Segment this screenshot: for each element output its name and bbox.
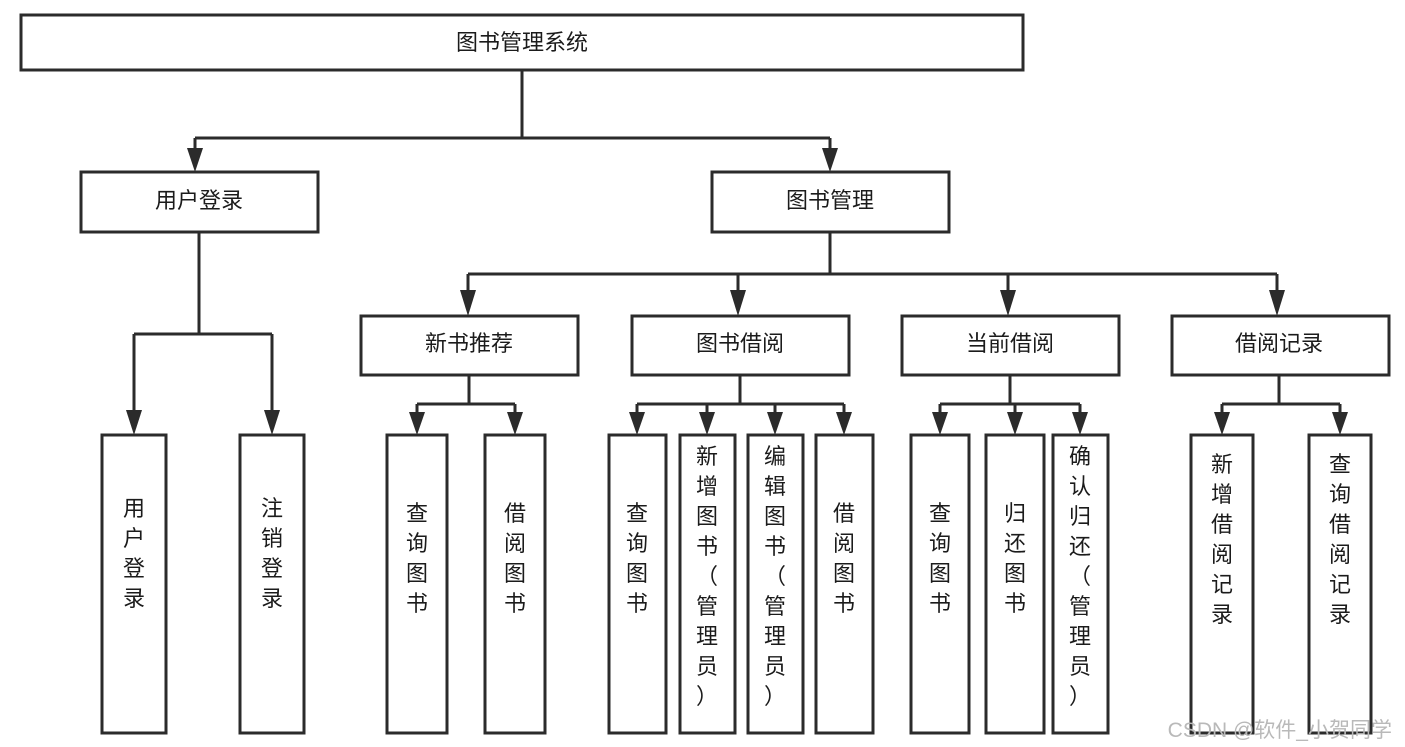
node-current-borrow[interactable]: 当前借阅 bbox=[900, 314, 1121, 377]
node-leaf-confirm-return-admin-box[interactable] bbox=[1051, 433, 1110, 735]
node-leaf-add-borrow-record-box[interactable] bbox=[1189, 433, 1255, 735]
node-leaf-query-book-new-label: 查询图书 bbox=[406, 501, 428, 616]
node-leaf-query-book-current-box[interactable] bbox=[909, 433, 971, 735]
node-leaf-return-book-box[interactable] bbox=[984, 433, 1046, 735]
node-leaf-query-book-new-box[interactable] bbox=[385, 433, 449, 735]
node-leaf-borrow-book-new-box[interactable] bbox=[483, 433, 547, 735]
node-leaf-edit-book-admin[interactable]: 编辑图书（管理员） bbox=[746, 433, 805, 735]
node-root-label: 图书管理系统 bbox=[456, 30, 588, 55]
node-book-management-label: 图书管理 bbox=[786, 188, 874, 213]
node-leaf-user-login-label: 用户登录 bbox=[123, 496, 145, 611]
arrow-head-book-management bbox=[822, 148, 838, 172]
node-leaf-borrow-book-label: 借阅图书 bbox=[833, 501, 855, 616]
node-book-borrow[interactable]: 图书借阅 bbox=[630, 314, 851, 377]
arrow-head-leaf-add-book-admin bbox=[699, 412, 715, 435]
node-leaf-logout-label: 注销登录 bbox=[261, 496, 283, 611]
node-leaf-borrow-book-new-label: 借阅图书 bbox=[504, 501, 526, 616]
arrow-head-leaf-borrow-book-new bbox=[507, 412, 523, 435]
node-book-borrow-label: 图书借阅 bbox=[696, 331, 784, 356]
node-leaf-logout[interactable]: 注销登录 bbox=[238, 433, 306, 735]
node-borrow-record[interactable]: 借阅记录 bbox=[1170, 314, 1391, 377]
arrow-head-user-login bbox=[187, 148, 203, 172]
node-leaf-edit-book-admin-box[interactable] bbox=[746, 433, 805, 735]
node-leaf-query-book-current[interactable]: 查询图书 bbox=[909, 433, 971, 735]
node-leaf-return-book[interactable]: 归还图书 bbox=[984, 433, 1046, 735]
node-root-box[interactable] bbox=[19, 13, 1025, 72]
node-user-login-label: 用户登录 bbox=[155, 188, 243, 213]
node-leaf-query-book-borrow[interactable]: 查询图书 bbox=[607, 433, 668, 735]
arrow-head-leaf-logout bbox=[264, 410, 280, 435]
node-user-login-box[interactable] bbox=[79, 170, 320, 234]
node-leaf-add-book-admin-label: 新增图书（管理员） bbox=[696, 444, 718, 709]
node-leaf-borrow-book-new[interactable]: 借阅图书 bbox=[483, 433, 547, 735]
node-leaf-query-book-borrow-label: 查询图书 bbox=[626, 501, 648, 616]
arrow-head-borrow-record bbox=[1269, 290, 1285, 316]
node-leaf-user-login-box[interactable] bbox=[100, 433, 168, 735]
arrow-head-leaf-return-book bbox=[1007, 412, 1023, 435]
arrow-head-leaf-query-book-current bbox=[932, 412, 948, 435]
arrow-head-leaf-query-borrow-record bbox=[1332, 412, 1348, 435]
node-leaf-borrow-book-box[interactable] bbox=[814, 433, 875, 735]
node-leaf-logout-box[interactable] bbox=[238, 433, 306, 735]
arrow-head-leaf-query-book-new bbox=[409, 412, 425, 435]
node-leaf-add-book-admin[interactable]: 新增图书（管理员） bbox=[678, 433, 737, 735]
connector-layer bbox=[126, 70, 1348, 435]
arrow-head-leaf-confirm-return-admin bbox=[1072, 412, 1088, 435]
node-borrow-record-box[interactable] bbox=[1170, 314, 1391, 377]
node-layer: 图书管理系统 用户登录 图书管理 新书推荐 图书借阅 当前借阅 借阅记录 bbox=[19, 13, 1391, 735]
node-leaf-add-borrow-record[interactable]: 新增借阅记录 bbox=[1189, 433, 1255, 735]
node-new-book-recommend-box[interactable] bbox=[359, 314, 580, 377]
node-leaf-return-book-label: 归还图书 bbox=[1004, 501, 1026, 616]
node-book-borrow-box[interactable] bbox=[630, 314, 851, 377]
arrow-head-leaf-user-login bbox=[126, 410, 142, 435]
node-new-book-recommend[interactable]: 新书推荐 bbox=[359, 314, 580, 377]
arrow-head-new-book-recommend bbox=[460, 290, 476, 316]
arrow-head-leaf-add-borrow-record bbox=[1214, 412, 1230, 435]
node-leaf-query-borrow-record-box[interactable] bbox=[1307, 433, 1373, 735]
node-borrow-record-label: 借阅记录 bbox=[1235, 331, 1323, 356]
node-current-borrow-label: 当前借阅 bbox=[966, 331, 1054, 356]
node-leaf-confirm-return-admin-label: 确认归还（管理员） bbox=[1069, 444, 1091, 709]
node-leaf-confirm-return-admin[interactable]: 确认归还（管理员） bbox=[1051, 433, 1110, 735]
node-leaf-query-borrow-record-label: 查询借阅记录 bbox=[1329, 452, 1351, 627]
node-leaf-user-login[interactable]: 用户登录 bbox=[100, 433, 168, 735]
node-leaf-borrow-book[interactable]: 借阅图书 bbox=[814, 433, 875, 735]
node-book-management-box[interactable] bbox=[710, 170, 951, 234]
arrow-head-leaf-borrow-book bbox=[836, 412, 852, 435]
arrow-head-current-borrow bbox=[1000, 290, 1016, 316]
node-new-book-recommend-label: 新书推荐 bbox=[425, 331, 513, 356]
node-leaf-query-book-borrow-box[interactable] bbox=[607, 433, 668, 735]
node-user-login[interactable]: 用户登录 bbox=[79, 170, 320, 234]
node-leaf-query-book-new[interactable]: 查询图书 bbox=[385, 433, 449, 735]
watermark-label: CSDN @软件_小贺同学 bbox=[1168, 719, 1392, 742]
arrow-head-leaf-query-book-borrow bbox=[629, 412, 645, 435]
node-book-management[interactable]: 图书管理 bbox=[710, 170, 951, 234]
node-leaf-add-borrow-record-label: 新增借阅记录 bbox=[1211, 452, 1233, 627]
node-root[interactable]: 图书管理系统 bbox=[19, 13, 1025, 72]
node-leaf-add-book-admin-box[interactable] bbox=[678, 433, 737, 735]
node-leaf-query-book-current-label: 查询图书 bbox=[929, 501, 951, 616]
node-leaf-query-borrow-record[interactable]: 查询借阅记录 bbox=[1307, 433, 1373, 735]
arrow-head-book-borrow bbox=[730, 290, 746, 316]
node-leaf-edit-book-admin-label: 编辑图书（管理员） bbox=[764, 444, 786, 709]
arrow-head-leaf-edit-book-admin bbox=[767, 412, 783, 435]
node-current-borrow-box[interactable] bbox=[900, 314, 1121, 377]
